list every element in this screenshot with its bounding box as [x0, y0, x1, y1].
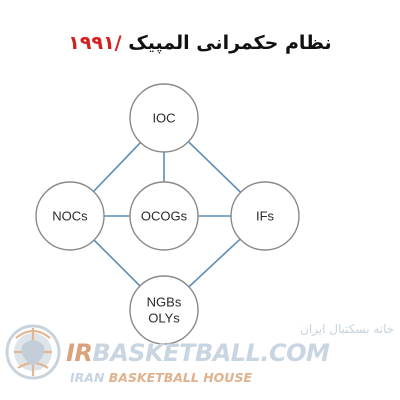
node-circle-ioc — [129, 83, 199, 153]
lion-basketball-logo-icon — [5, 324, 61, 380]
node-label-ngbs: NGBs — [147, 295, 182, 310]
node-circle-ifs — [230, 181, 300, 251]
node-circle-ocogs — [129, 181, 199, 251]
node-nocs: NOCs — [35, 181, 105, 251]
node-ifs: IFs — [230, 181, 300, 251]
watermark-sub-highlight: BASKETBALL HOUSE — [108, 370, 252, 385]
watermark-persian: خانه بسکتبال ایران — [300, 322, 395, 336]
node-circle-ngbs — [129, 275, 199, 345]
node-circle-nocs — [35, 181, 105, 251]
node-label-ngbs: OLYs — [148, 311, 180, 326]
page-title: نظام حکمرانی المپیک /۱۹۹۱ — [0, 32, 400, 54]
title-number: /۱۹۹۱ — [68, 32, 122, 54]
node-label-ifs: IFs — [256, 209, 275, 224]
watermark-brand: IRBASKETBALL.COM — [66, 339, 330, 367]
watermark-subtitle: IRAN BASKETBALL HOUSE — [70, 370, 252, 385]
node-label-ocogs: OCOGs — [141, 209, 188, 224]
node-label-ioc: IOC — [152, 111, 175, 126]
node-label-nocs: NOCs — [52, 209, 88, 224]
watermark-brand-main: BASKETBALL.COM — [92, 339, 330, 367]
node-ocogs: OCOGs — [129, 181, 199, 251]
watermark-sub-prefix: IRAN — [70, 370, 109, 385]
watermark-brand-prefix: IR — [66, 339, 93, 367]
title-text: نظام حکمرانی المپیک — [121, 32, 332, 54]
node-ioc: IOC — [129, 83, 199, 153]
